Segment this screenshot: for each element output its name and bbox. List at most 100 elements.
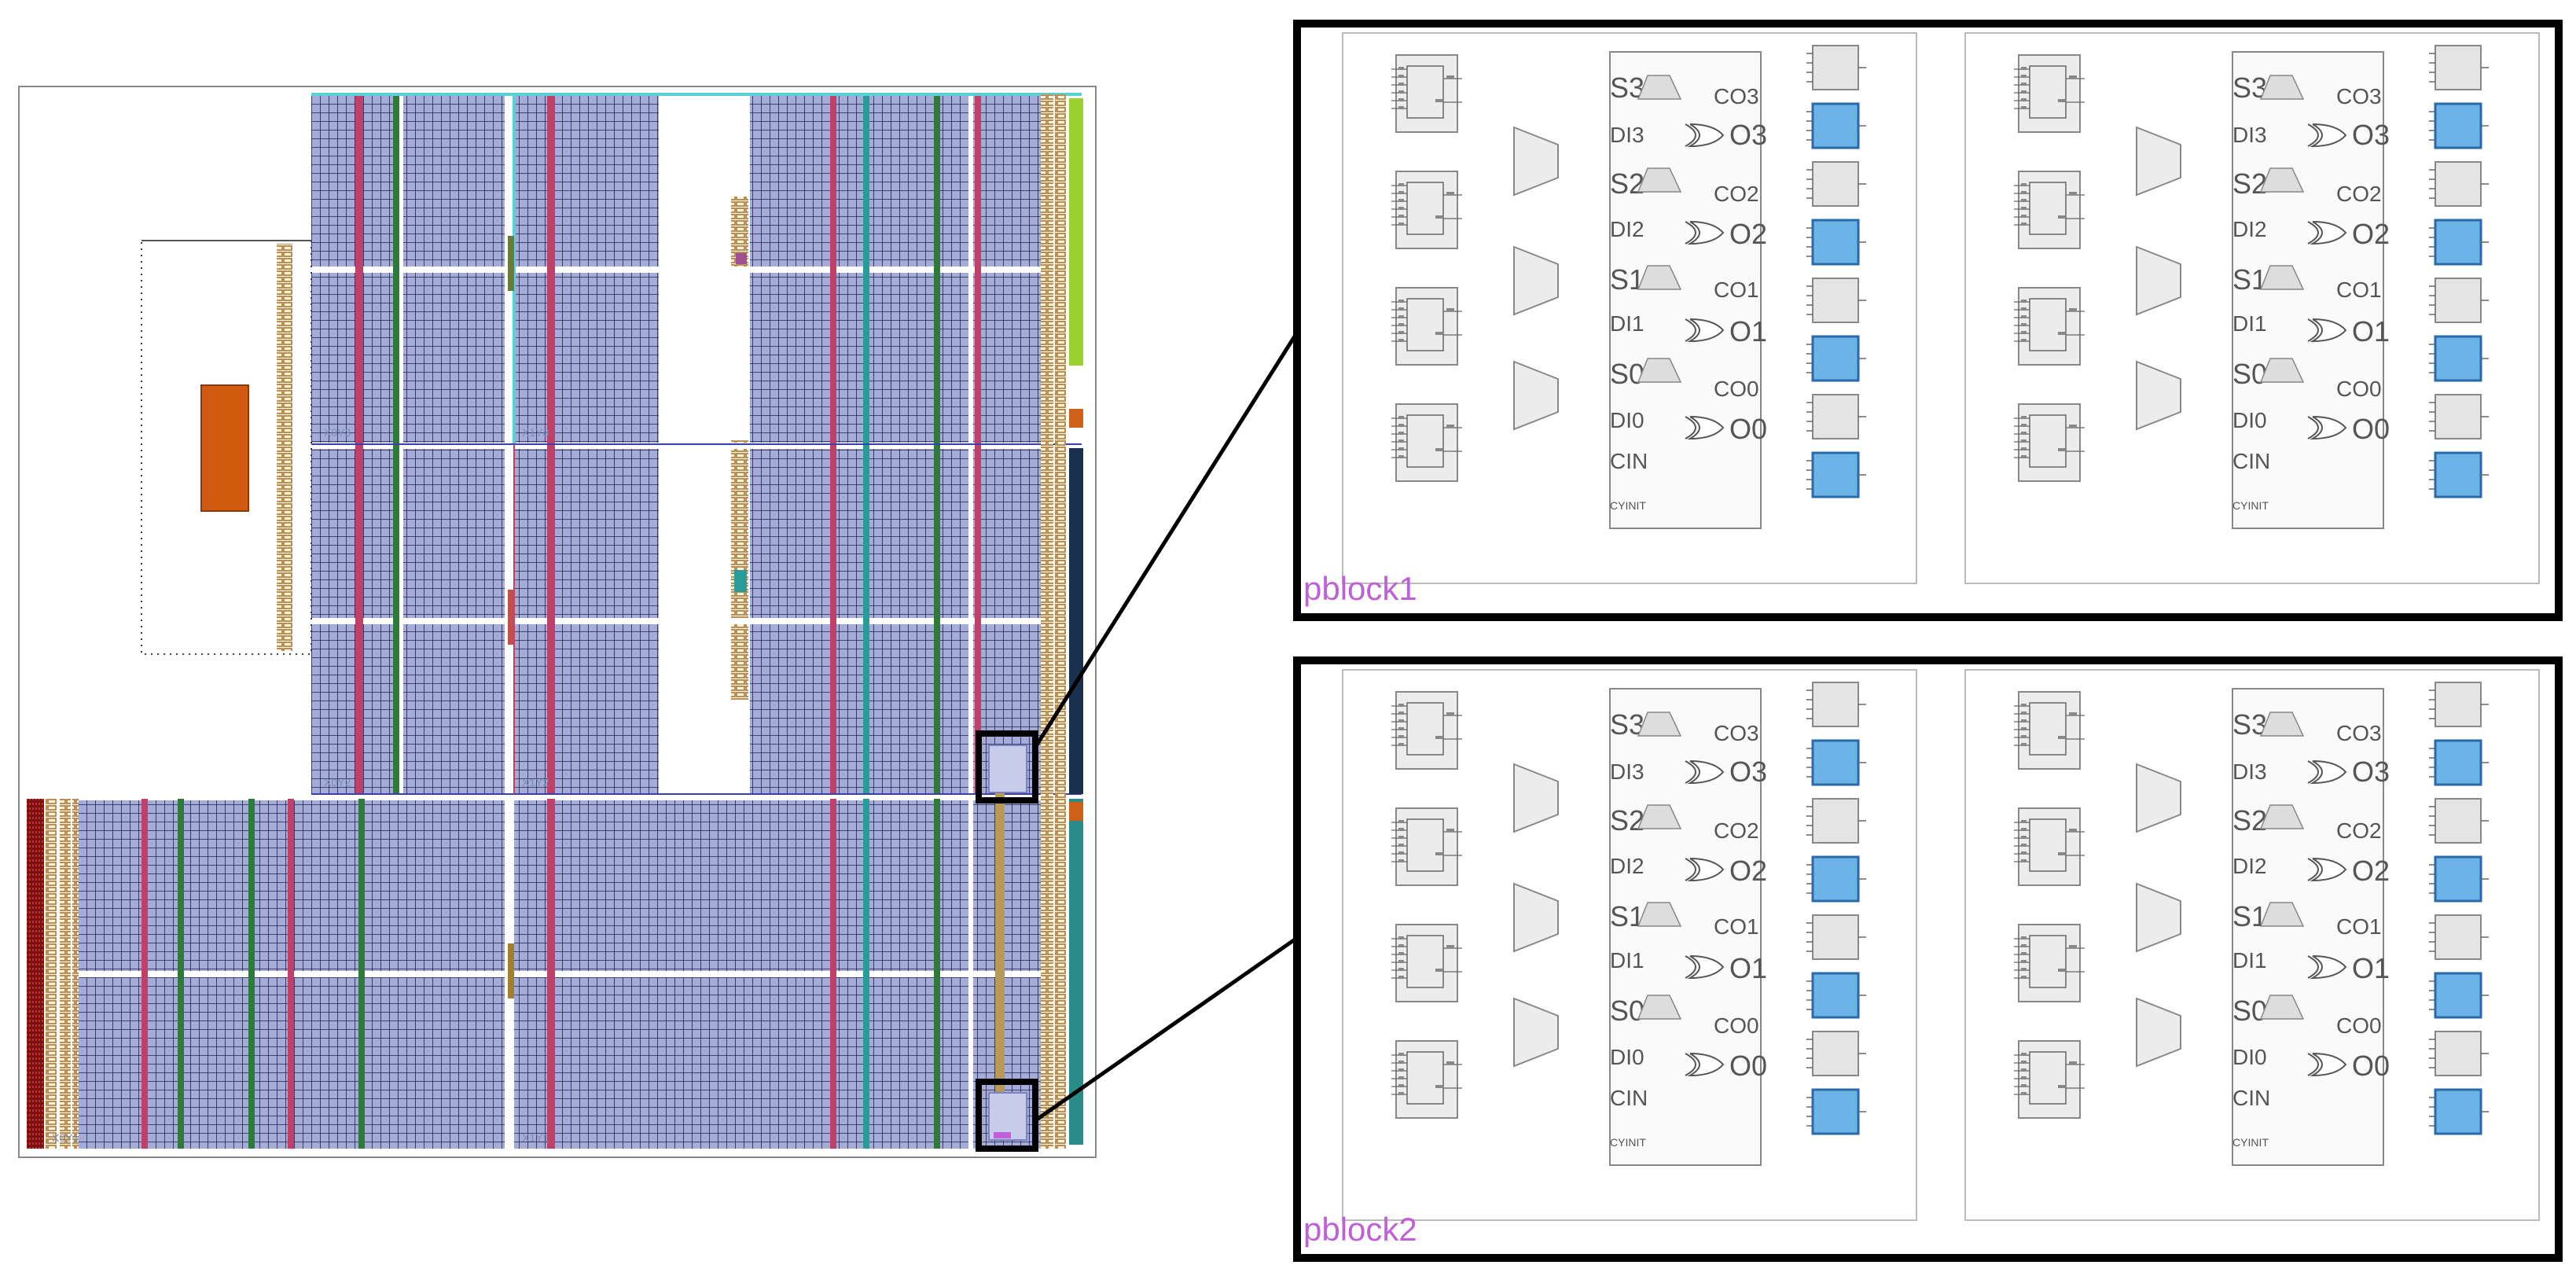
lut-block — [1395, 403, 1458, 482]
xor-gate — [1687, 1053, 1725, 1077]
fpga-device-view: X0Y3X1Y3X0Y2X1Y2X0Y1X1Y1X0Y0X1Y0 — [18, 86, 1299, 1158]
carry-input-label: DI2 — [1610, 217, 1644, 241]
carry-input-label: DI3 — [2232, 759, 2267, 784]
carry-mux — [2259, 167, 2305, 193]
lut-inner — [2029, 1051, 2067, 1105]
lut-pin-label — [1398, 851, 1404, 855]
carry-output-label: O0 — [2352, 413, 2390, 445]
gt-strip-teal — [1069, 799, 1083, 1145]
lut-pin-label — [1398, 183, 1404, 186]
mux — [1513, 126, 1559, 197]
carry-output-label: CO2 — [2336, 818, 2382, 843]
pblock-zoom-panel-1: S3DI3S2DI2S1DI1S0DI0CINCYINITCO3O3CO2O2C… — [1293, 20, 2563, 621]
xor-gate — [2310, 858, 2347, 882]
xor-back — [2307, 1053, 2319, 1076]
flip-flop-used — [1811, 1088, 1860, 1135]
carry-input-label: DI3 — [1610, 123, 1644, 147]
lut-out-label — [2069, 75, 2077, 79]
io-bank-column — [1055, 94, 1066, 1149]
carry-output-label: O1 — [2352, 315, 2390, 347]
carry-input-label: DI0 — [2232, 408, 2267, 432]
xor-back — [1685, 955, 1696, 979]
xor-back — [1685, 221, 1696, 245]
lut-pin-label — [2021, 1076, 2027, 1079]
placed-cells-column — [277, 244, 292, 651]
flip-flop-used — [1811, 219, 1860, 266]
lut-pin-label — [2021, 106, 2027, 109]
lut-pin-label — [2021, 75, 2027, 78]
io-dark-red-column — [27, 799, 44, 1149]
lut-pin-label — [2021, 331, 2027, 334]
carry-output-label: O0 — [1729, 413, 1767, 445]
carry-output-label: O3 — [1729, 756, 1767, 788]
lut-inner — [2029, 298, 2067, 351]
carry-output-label: O1 — [2352, 952, 2390, 984]
lut-pin-label — [2021, 1084, 2027, 1087]
mux — [2136, 126, 2181, 197]
lut-pin-label — [2021, 215, 2027, 218]
lut-pin-label — [1398, 199, 1404, 202]
lut-pin-label — [2021, 727, 2027, 730]
lut-pin-label — [2021, 936, 2027, 940]
bram-column — [178, 799, 184, 1149]
pblock1-highlight[interactable] — [976, 730, 1038, 803]
xor-gate — [2310, 416, 2347, 440]
lut-pin-label — [1398, 331, 1404, 334]
mux — [2136, 763, 2181, 833]
carry-output-label: CO1 — [2336, 914, 2382, 939]
lut-inner — [2029, 818, 2067, 872]
pblock1-highlight-inner — [988, 745, 1027, 793]
resource-marker — [508, 236, 514, 291]
mux — [2136, 882, 2181, 953]
lut-out-label — [1435, 969, 1443, 972]
flip-flop-used — [2434, 335, 2482, 382]
lut-block — [2018, 691, 2081, 770]
lut-pin-label — [2021, 83, 2027, 86]
dsp-column — [248, 799, 255, 1149]
xor-back — [2307, 221, 2319, 245]
flip-flop-unused — [1812, 914, 1859, 960]
lut-out-label — [2069, 829, 2077, 832]
flip-flop-unused — [1812, 682, 1859, 727]
lut-pin-label — [2021, 735, 2027, 738]
xor-gate — [2310, 318, 2347, 343]
carry-output-label: CO3 — [1714, 84, 1759, 108]
lut-pin-label — [2021, 828, 2027, 831]
carry-output-label: O2 — [1729, 218, 1767, 250]
carry-mux — [2259, 75, 2305, 100]
lut-pin-label — [2021, 960, 2027, 963]
lut-pin-label — [2021, 90, 2027, 94]
lut-block — [1395, 1040, 1458, 1119]
carry-input-label: DI0 — [1610, 1045, 1644, 1069]
lut-pin-label — [1398, 339, 1404, 342]
lut-pin-label — [2021, 416, 2027, 419]
lut-inner — [1406, 702, 1444, 756]
bram-column — [358, 799, 365, 1149]
flip-flop-unused — [2435, 914, 2482, 960]
lut-pin-label — [1398, 447, 1404, 450]
lut-pin-label — [1398, 1061, 1404, 1064]
carry4-block — [1609, 688, 1762, 1166]
lut-pin-label — [1398, 83, 1404, 86]
lut-out-label — [2069, 1061, 2077, 1065]
lut-pin-label — [2021, 447, 2027, 450]
carry-output-label: CO0 — [1714, 377, 1759, 401]
lut-pin-label — [1398, 315, 1404, 318]
carry-output-label: CO0 — [1714, 1013, 1759, 1038]
carry-output-label: O0 — [2352, 1050, 2390, 1082]
pblock2-cell-marker — [994, 1132, 1011, 1138]
lut-pin-label — [2021, 455, 2027, 458]
lut-out-label — [2069, 425, 2077, 428]
pblock2-highlight[interactable] — [976, 1079, 1038, 1152]
carry-input-label: DI3 — [1610, 759, 1644, 784]
lut-pin-label — [1398, 98, 1404, 101]
lut-pin-label — [2021, 976, 2027, 979]
resource-marker — [508, 943, 514, 998]
carry-input-label: CYINIT — [1610, 1136, 1646, 1149]
lut-out-label — [1446, 712, 1454, 715]
placed-rust-block — [200, 384, 249, 512]
lut-pin-label — [2021, 439, 2027, 443]
lut-pin-label — [2021, 1068, 2027, 1072]
lut-pin-label — [2021, 820, 2027, 823]
